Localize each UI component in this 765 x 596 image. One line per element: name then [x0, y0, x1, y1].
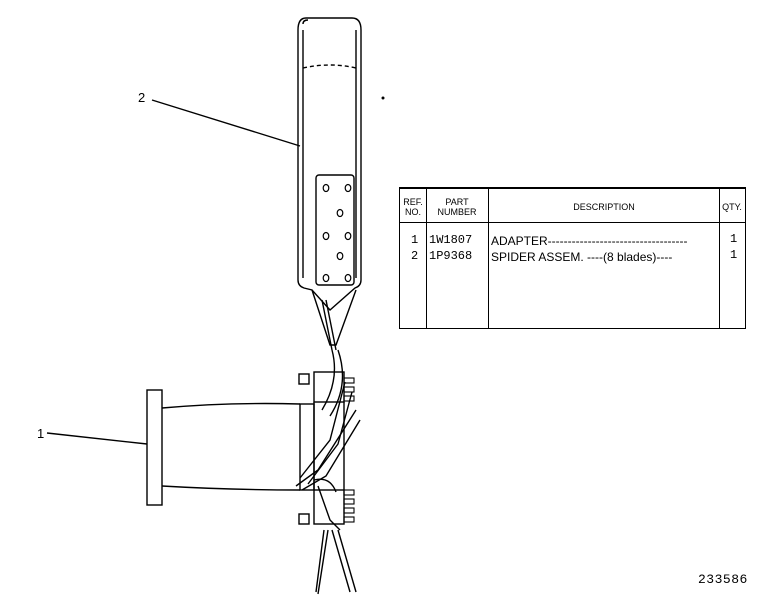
leader-line-part1 [46, 432, 148, 445]
row2-qty: 1 [730, 248, 738, 262]
row1-qty: 1 [730, 232, 738, 246]
row2-part: 1P9368 [429, 249, 473, 263]
leader-line-part2 [151, 99, 301, 147]
row1-description: ADAPTER---------------------------------… [491, 234, 688, 248]
row1-ref: 1 [411, 233, 419, 247]
callout-part2: 2 [138, 90, 146, 105]
row1-part: 1W1807 [429, 233, 473, 247]
adapter [146, 389, 315, 506]
callout-part1: 1 [37, 426, 45, 441]
header-part-number: PART NUMBER [437, 197, 477, 217]
row2-ref: 2 [411, 249, 419, 263]
blade-paddle [297, 17, 362, 351]
header-description: DESCRIPTION [573, 202, 635, 212]
spider-hub [295, 349, 361, 595]
header-qty: QTY. [722, 202, 742, 212]
row2-description: SPIDER ASSEM. ----(8 blades)---- [491, 250, 673, 264]
header-ref-no: REF. NO. [403, 197, 423, 217]
figure-number: 233586 [698, 572, 748, 587]
bolt-holes [322, 183, 352, 283]
parts-table: REF. NO. PART NUMBER DESCRIPTION QTY. 1 … [399, 187, 746, 329]
